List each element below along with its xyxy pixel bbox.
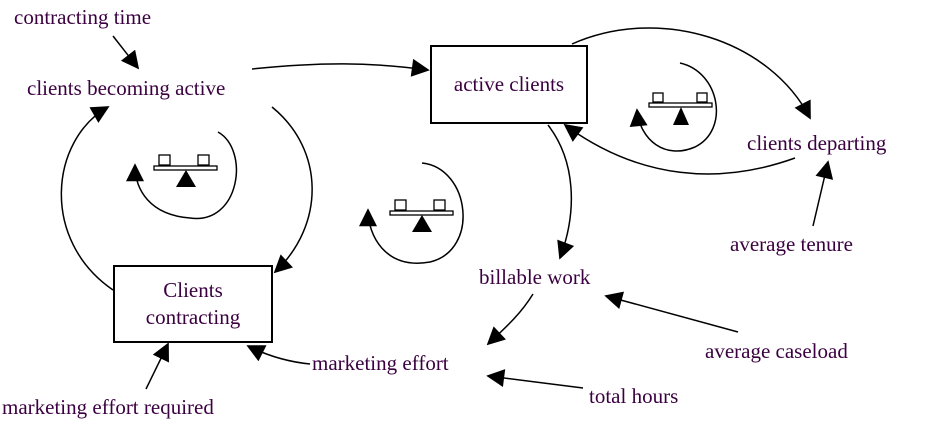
var-billable-work[interactable]: billable work: [479, 265, 591, 289]
stock-active-clients-label: active clients: [453, 71, 565, 96]
link-average-tenure-to-departing: [812, 160, 834, 227]
loop-left: [126, 131, 238, 219]
stock-active-clients[interactable]: active clients: [430, 45, 588, 124]
link-total-hours-to-marketing-effort: [486, 369, 584, 389]
stock-clients-contracting-label-line2: contracting: [145, 305, 241, 329]
var-average-caseload[interactable]: average caseload: [705, 339, 848, 363]
link-becoming-active-to-clients-contracting: [271, 106, 313, 274]
link-active-clients-to-departing: [571, 27, 811, 120]
balance-icon: [648, 92, 713, 125]
link-becoming-active-to-active-clients: [251, 58, 430, 77]
loop-arrow-left: [126, 131, 238, 219]
var-clients-becoming-active[interactable]: clients becoming active: [27, 76, 226, 100]
var-average-tenure[interactable]: average tenure: [730, 232, 853, 256]
var-total-hours[interactable]: total hours: [589, 384, 679, 408]
var-marketing-effort-required[interactable]: marketing effort required: [2, 395, 214, 419]
link-clients-contracting-to-becoming-active: [60, 106, 114, 291]
link-marketing-effort-to-clients-contracting: [246, 345, 311, 365]
link-active-clients-to-billable-work: [547, 124, 575, 260]
stock-clients-contracting[interactable]: Clients contracting: [113, 265, 273, 343]
loop-arrow-right: [629, 62, 718, 152]
link-effort-required-to-clients-contracting: [145, 342, 169, 390]
loop-right: [629, 62, 718, 152]
var-marketing-effort[interactable]: marketing effort: [312, 351, 449, 375]
link-contracting-time-to-becoming-active: [112, 35, 140, 70]
link-average-caseload-to-billable-work: [604, 291, 739, 333]
balance-icon: [153, 154, 218, 187]
var-contracting-time[interactable]: contracting time: [14, 5, 152, 29]
link-billable-work-to-marketing-effort: [486, 293, 534, 346]
link-departing-to-active-clients: [563, 123, 796, 175]
loop-arrow-center: [359, 162, 464, 264]
stock-clients-contracting-label-line1: Clients: [163, 277, 223, 302]
loop-center: [359, 162, 464, 264]
balance-icon: [389, 199, 454, 232]
var-clients-departing[interactable]: clients departing: [747, 131, 887, 155]
